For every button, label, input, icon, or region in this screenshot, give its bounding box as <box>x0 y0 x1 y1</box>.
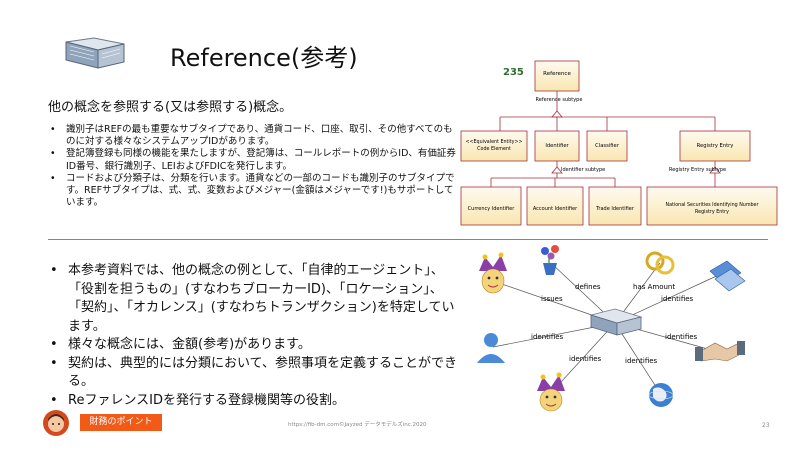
reference-book-icon <box>589 308 643 336</box>
finance-points-badge: 財務のポイント <box>80 414 162 431</box>
svg-text:Code Element: Code Element <box>477 146 511 152</box>
svg-text:National Securities Identifyin: National Securities Identifying Number <box>665 202 758 208</box>
top-bullet: 登記簿登録も同様の機能を果たしますが、登記簿は、コールレポートの例からID、有価… <box>48 148 458 172</box>
uml-box-nsin: National Securities Identifying Number R… <box>646 186 778 226</box>
documents-icon <box>709 260 746 292</box>
svg-text:Registry Entry: Registry Entry <box>695 209 729 215</box>
top-bullet-list: 識別子はREFの最も重要なサブタイプであり、通貨コード、口座、取引、その他すべて… <box>48 124 458 209</box>
bottom-bullet: 契約は、典型的には分類において、参照事項を定義することができる。 <box>48 355 458 392</box>
edge-label-identifies: identifies <box>661 295 694 303</box>
uml-reference-subtype-label: Reference subtype <box>536 97 583 103</box>
page-subtitle: 他の概念を参照する(又は参照する)概念。 <box>48 100 293 115</box>
bottom-bullet: 本参考資料では、他の概念の例として、「自律的エージェント」、「役割を担うもの」(… <box>48 262 458 336</box>
edge-label-identifies: identifies <box>569 355 602 363</box>
bottom-bullet: ReファレンスIDを発行する登録機関等の役割。 <box>48 392 458 411</box>
top-bullet: コードおよび分類子は、分類を行います。通貨などの一部のコードも識別子のサブタイプ… <box>48 173 458 210</box>
user-icon <box>477 333 505 363</box>
avatar <box>43 410 69 436</box>
globe-icon <box>648 383 674 407</box>
svg-text:Account Identifier: Account Identifier <box>533 206 578 212</box>
jester-mask-icon <box>479 252 507 294</box>
handshake-icon <box>695 341 745 362</box>
uml-box-equivalent-entity: <<Equivalent Entity>> Code Element <box>460 130 528 162</box>
edge-label-issues: issues <box>541 295 563 303</box>
bottom-bullet-list: 本参考資料では、他の概念の例として、「自律的エージェント」、「役割を担うもの」(… <box>48 262 458 410</box>
uml-box-trade-identifier: Trade Identifier <box>588 186 642 226</box>
svg-text:Trade Identifier: Trade Identifier <box>595 206 635 212</box>
edge-label-identifies: identifies <box>665 333 698 341</box>
wedding-rings-icon <box>645 251 675 275</box>
uml-box-reference: Reference <box>534 60 580 92</box>
page-title: Reference(参考) <box>170 44 358 72</box>
uml-box-identifier: Identifier <box>534 130 580 162</box>
svg-text:Reference: Reference <box>543 71 571 77</box>
uml-identifier-subtype-label: Identifier subtype <box>561 167 605 173</box>
flower-vase-icon <box>541 245 559 275</box>
edge-label-has-amount: has Amount <box>633 283 675 291</box>
section-divider <box>48 239 768 240</box>
bottom-bullet: 様々な概念には、金額(参考)があります。 <box>48 336 458 355</box>
svg-text:Registry Entry: Registry Entry <box>697 143 734 149</box>
uml-reference-diagram: 235 Reference Reference subtype <<Equiva… <box>460 60 778 226</box>
svg-text:Currency Identifier: Currency Identifier <box>468 206 516 212</box>
svg-text:Identifier: Identifier <box>545 143 569 149</box>
edge-label-identifies: identifies <box>531 333 564 341</box>
book-icon <box>65 37 125 69</box>
uml-registry-subtype-label: Registry Entry subtype <box>669 167 726 173</box>
edge-label-identifies: identifies <box>625 357 658 365</box>
svg-text:Classifier: Classifier <box>595 143 620 149</box>
reference-concept-network: defines has Amount issues identifies ide… <box>477 245 746 412</box>
svg-text:<<Equivalent Entity>>: <<Equivalent Entity>> <box>465 139 522 145</box>
uml-box-classifier: Classifier <box>586 130 628 162</box>
edge-label-defines: defines <box>575 283 601 291</box>
footer-url: https://fib-dm.com©Jayzed データモデルズinc.202… <box>288 422 427 428</box>
page-number: 23 <box>762 422 770 429</box>
uml-box-account-identifier: Account Identifier <box>526 186 584 226</box>
jester-mask-icon-bottom <box>537 372 565 412</box>
uml-number: 235 <box>503 67 524 78</box>
top-bullet: 識別子はREFの最も重要なサブタイプであり、通貨コード、口座、取引、その他すべて… <box>48 124 458 148</box>
uml-box-currency-identifier: Currency Identifier <box>460 186 522 226</box>
uml-box-registry-entry: Registry Entry <box>679 130 751 162</box>
